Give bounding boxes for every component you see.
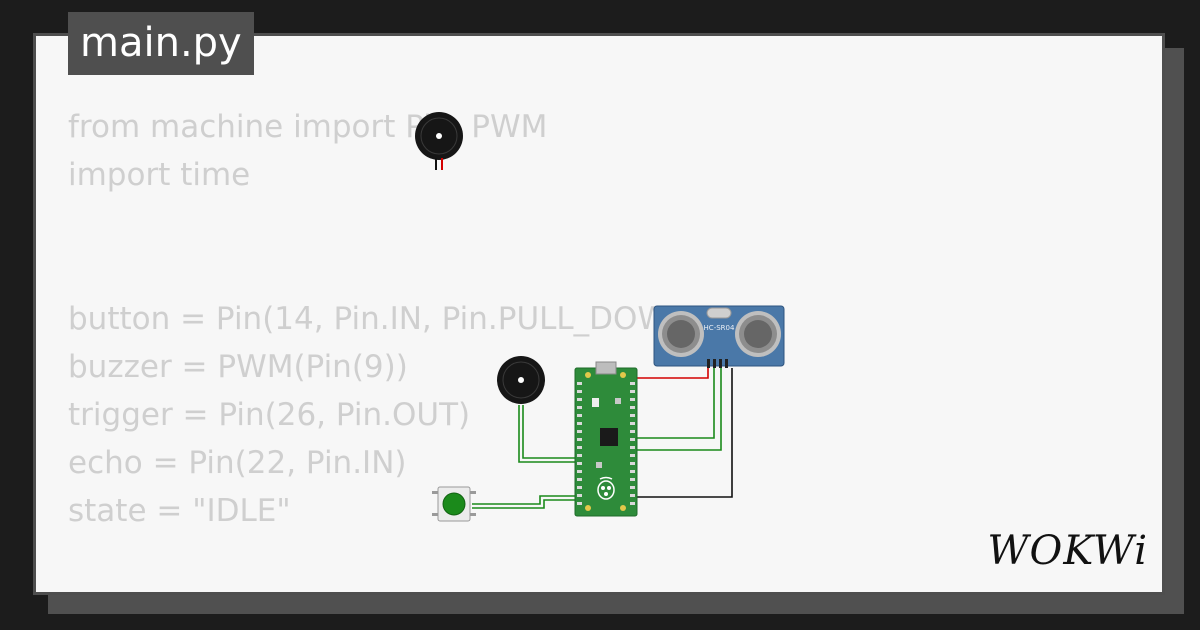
sensor-label: HC-SR04 (704, 324, 735, 332)
ultrasonic-sensor[interactable]: HC-SR04 (653, 305, 785, 368)
buzzer-icon[interactable] (415, 112, 463, 170)
file-tab[interactable]: main.py (68, 12, 254, 75)
buzzer-icon[interactable] (497, 356, 545, 404)
raspberry-logo-icon (597, 476, 615, 500)
code-line: echo = Pin(22, Pin.IN) (68, 445, 407, 481)
code-line: trigger = Pin(26, Pin.OUT) (68, 397, 471, 433)
wires (472, 368, 733, 509)
code-line: buzzer = PWM(Pin(9)) (68, 349, 408, 385)
raspberry-pi-pico-board[interactable] (574, 361, 638, 517)
wokwi-logo: WOKWi (987, 528, 1148, 574)
code-line: state = "IDLE" (68, 493, 291, 529)
code-line: button = Pin(14, Pin.IN, Pin.PULL_DOWN) (68, 301, 704, 337)
code-line: import time (68, 157, 251, 193)
code-line: from machine import Pin, PWM (68, 109, 548, 145)
pushbutton-icon[interactable] (432, 486, 476, 522)
code-listing: from machine import Pin, PWM import time… (68, 103, 703, 535)
